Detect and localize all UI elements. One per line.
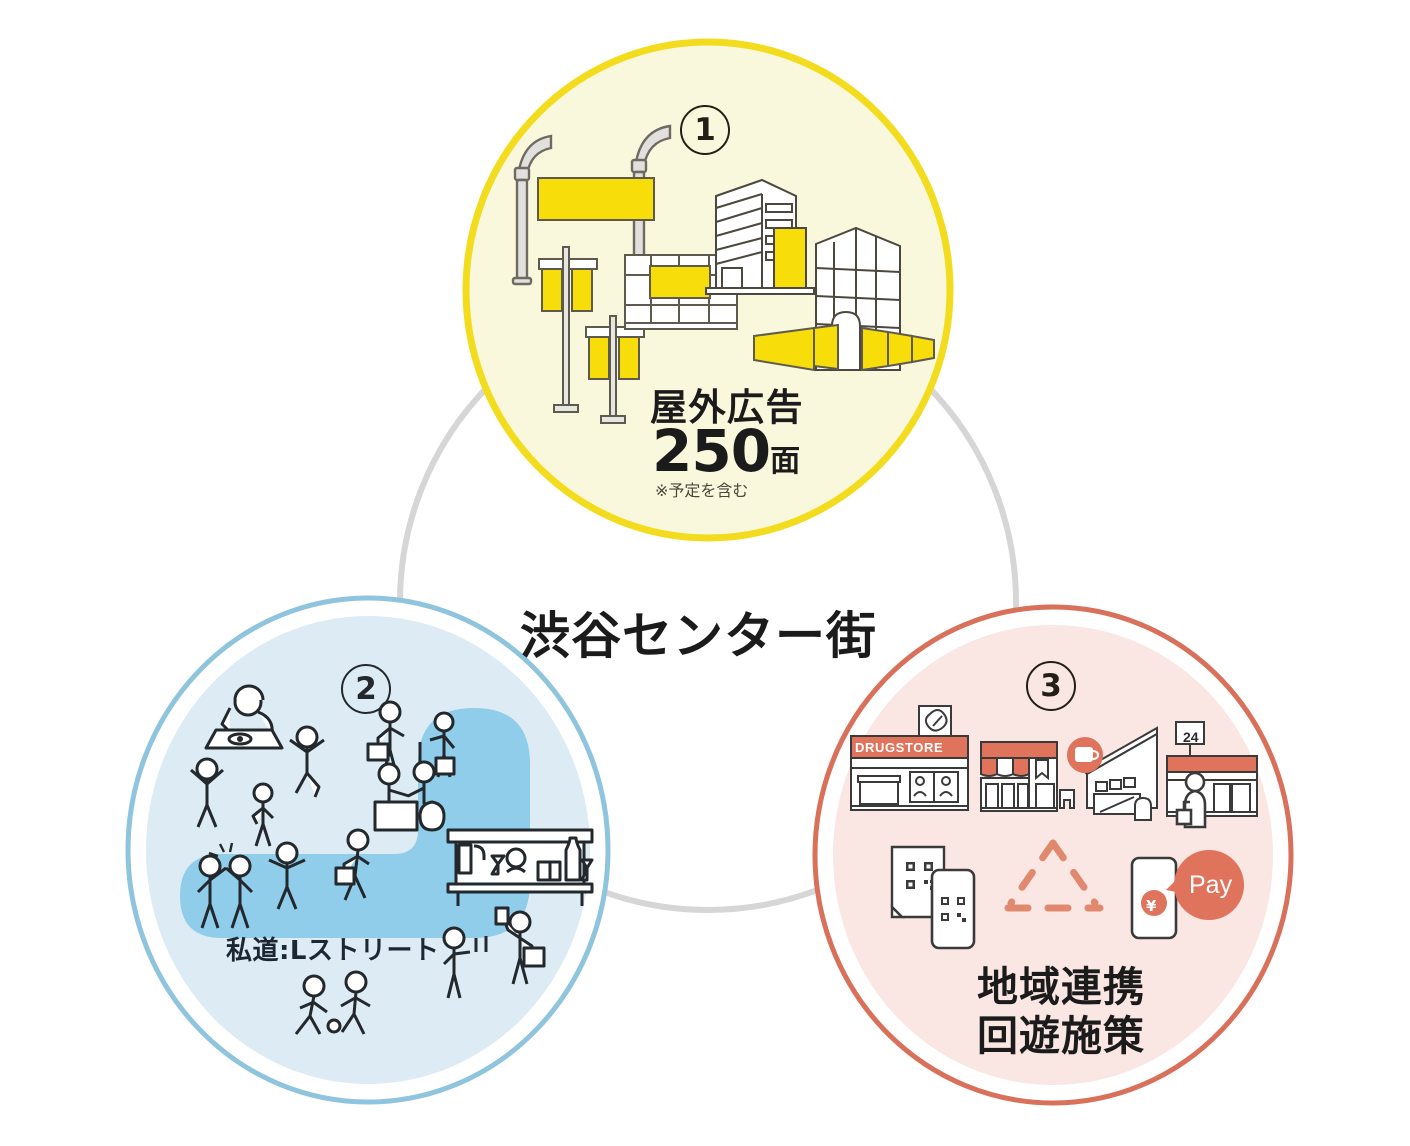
pay-bubble bbox=[1166, 850, 1244, 920]
counter-handshake-pair bbox=[373, 760, 446, 832]
circle-1-note: ※予定を含む bbox=[655, 481, 749, 500]
dj-figure bbox=[204, 684, 284, 750]
cheering-figure-a bbox=[190, 757, 224, 828]
circle-3-illustration bbox=[850, 705, 1258, 950]
shop-convenience-24 bbox=[1166, 721, 1258, 829]
convenience-24-sign: 24 bbox=[1183, 729, 1199, 745]
circle-3-heading-line2: 回遊施策 bbox=[977, 1012, 1145, 1060]
circle-1-illustration bbox=[511, 124, 935, 424]
yen-symbol: ¥ bbox=[1146, 897, 1157, 915]
circle-1-number: 1 bbox=[680, 105, 730, 155]
shop-drugstore bbox=[850, 705, 969, 811]
circle-2-number: 2 bbox=[341, 664, 391, 714]
center-title: 渋谷センター街 bbox=[520, 607, 877, 665]
bar-counter bbox=[446, 828, 594, 906]
street-lamp-arch-left bbox=[511, 134, 553, 286]
bottle-holder-figure bbox=[442, 926, 488, 999]
shopfront-banner-strip bbox=[753, 323, 935, 372]
pay-bubble-label: Pay bbox=[1189, 871, 1233, 899]
circle-1-value-row: 250面 bbox=[652, 417, 800, 485]
shopper-figure-walking bbox=[334, 828, 370, 901]
cheering-figure-b bbox=[268, 841, 306, 910]
circle-1-heading: 屋外広告 bbox=[650, 386, 804, 429]
standing-figure-a bbox=[251, 782, 275, 847]
l-street-label: 私道:Lストリート bbox=[226, 936, 440, 966]
circle-1-value: 250 bbox=[652, 417, 771, 485]
banner-pole-1 bbox=[538, 246, 598, 413]
circle-1-unit: 面 bbox=[770, 444, 801, 479]
circle-3-number: 3 bbox=[1026, 661, 1076, 711]
children-playing bbox=[294, 970, 371, 1035]
pay-phone bbox=[1130, 856, 1178, 940]
phone-user-figure bbox=[494, 906, 546, 985]
qr-phone bbox=[930, 868, 976, 950]
shopper-figure-basket bbox=[366, 700, 405, 777]
circle-1-group[interactable] bbox=[462, 38, 954, 542]
circle-2-illustration bbox=[180, 684, 594, 1035]
dashed-triangle bbox=[1004, 839, 1104, 912]
circle-3-heading-line1: 地域連携 bbox=[977, 963, 1145, 1011]
drugstore-sign-label: DRUGSTORE bbox=[855, 740, 944, 755]
banner-pole-2 bbox=[585, 315, 645, 424]
high-five-pair bbox=[196, 842, 254, 929]
shop-cafe bbox=[1067, 726, 1158, 821]
billboard-banner-top bbox=[537, 177, 655, 221]
building-office-tower bbox=[705, 178, 815, 295]
circle-2-group[interactable] bbox=[125, 595, 611, 1105]
shop-boutique bbox=[980, 741, 1075, 812]
jumping-figure-a bbox=[289, 725, 325, 798]
circle-3-group[interactable] bbox=[812, 604, 1294, 1106]
